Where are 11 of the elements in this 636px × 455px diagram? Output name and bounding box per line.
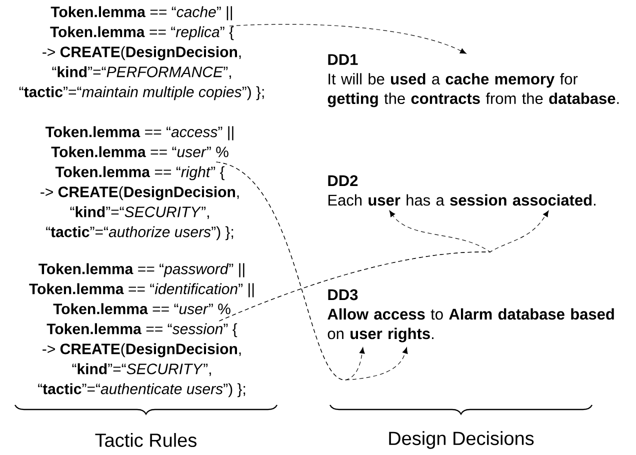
dashed-arrow <box>218 210 549 322</box>
rule-text: Token.lemma == “access” || Token.lemma == “user” % Token.lemma == “right” { -> CREATE(DesignDecision, “kind”=“SECURITY”, “tactic”=“authorize users”) }; <box>40 126 239 240</box>
dashed-arrow <box>216 162 408 380</box>
group-label: Design Decisions <box>389 431 534 449</box>
group-label: Tactic Rules <box>95 433 196 447</box>
decision-text: DD1 It will be used a cache memory for getting the contracts from the database. <box>328 54 619 108</box>
decision-text: DD2 Each user has a session associated. <box>328 175 596 206</box>
decision-text: DD3 Allow access to Alarm database based on user rights. <box>328 289 614 342</box>
rule-text: Token.lemma == “cache” || Token.lemma == “replica” { -> CREATE(DesignDecision, “kind”=“PERFORMANCE”, “tactic”=“maintain multiple copies”) }; <box>19 6 264 100</box>
dashed-arrow <box>229 24 466 54</box>
rule-text: Token.lemma == “password” || Token.lemma == “identification” || Token.lemma == “user” % Token.lemma == “session” { -> CREATE(DesignDecision, “kind”=“SECURITY”, “tactic”=“authenticate users”) }; <box>29 263 254 398</box>
